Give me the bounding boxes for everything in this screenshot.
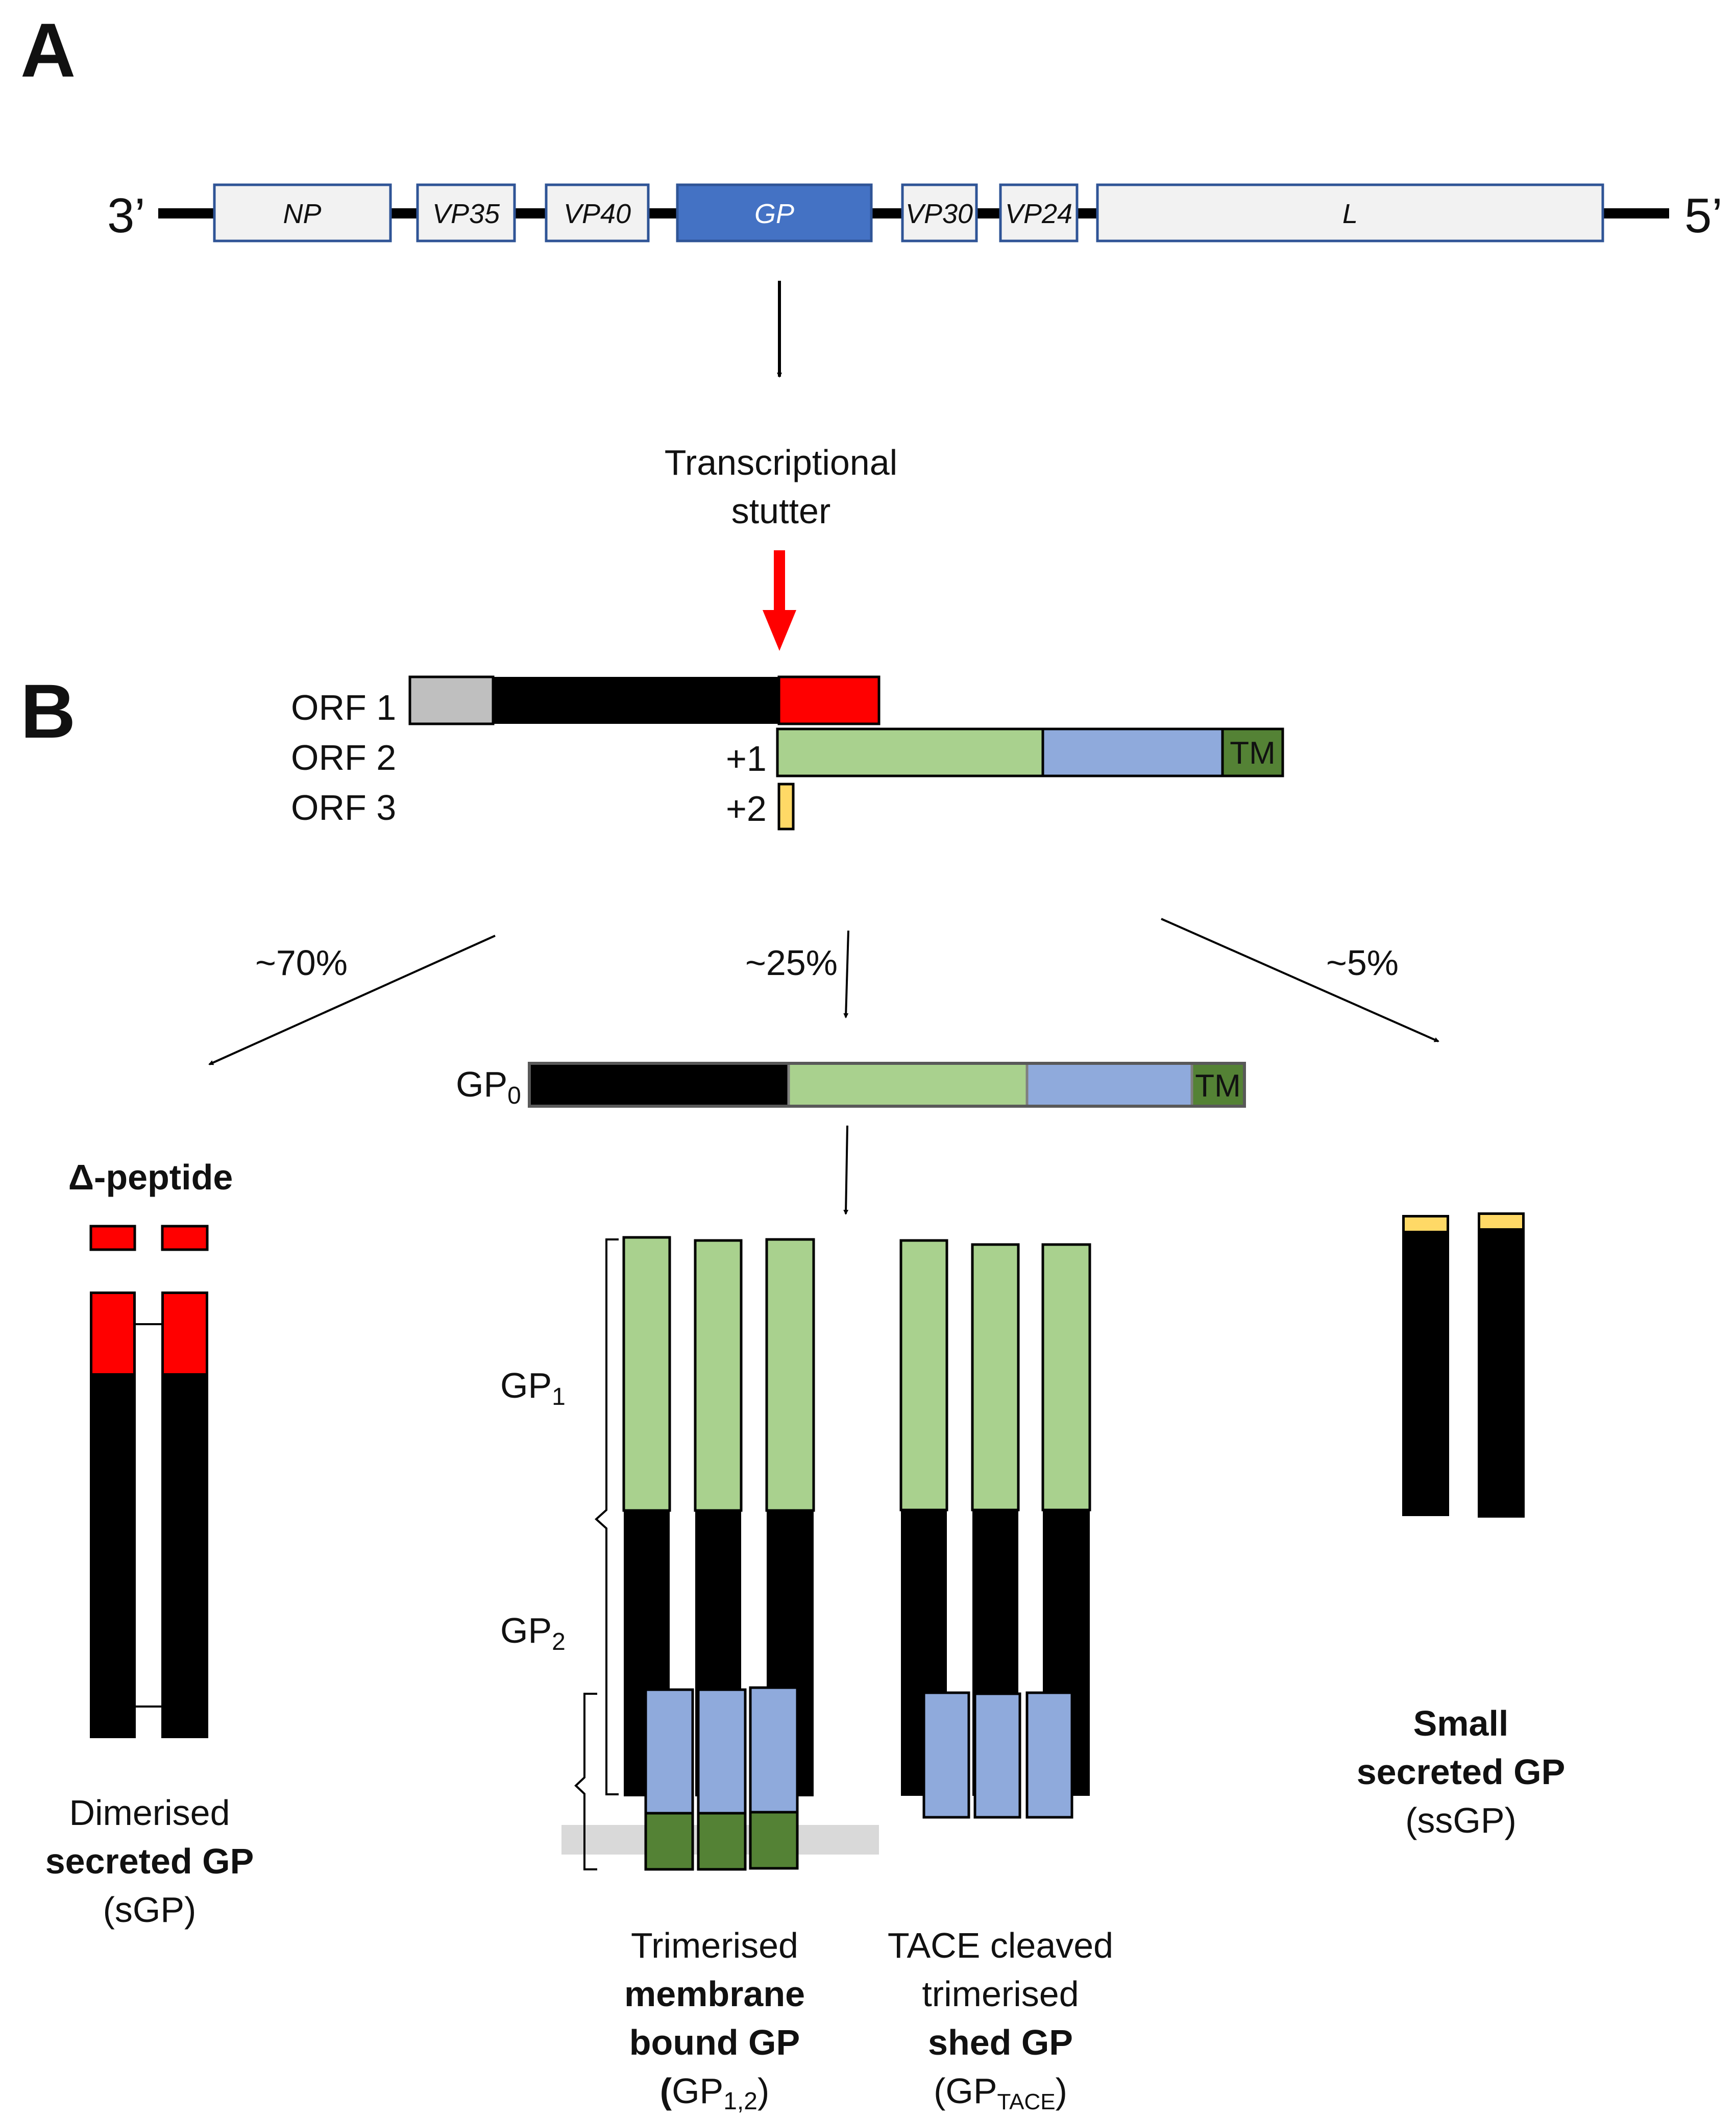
ssgp-caption-line3: (ssGP): [1405, 1800, 1517, 1840]
orf-map: ORF 1 ORF 2 ORF 3 +1 TM +2: [291, 675, 1284, 831]
gp2-label: GP2: [500, 1611, 566, 1655]
pathway-left-percent: ~70%: [255, 943, 348, 983]
gp0-label: GP0: [456, 1064, 521, 1109]
membrane-caption-line4: (GP1,2): [660, 2071, 770, 2115]
gene-np: [213, 183, 392, 242]
gp0-precursor: GP0 TM: [456, 1062, 1246, 1109]
sgp-caption-line1: Dimerised: [69, 1793, 230, 1833]
arrow-to-gp0: [843, 930, 849, 1018]
gene-np-label: NP: [283, 199, 321, 229]
gene-vp30: [901, 183, 978, 242]
orf2-gp2-segment: [1041, 727, 1224, 777]
pathway-center-percent: ~25%: [745, 943, 838, 983]
orf2-gp1-segment: [776, 727, 1044, 777]
orf2-tm-segment: [1221, 727, 1284, 777]
stutter-label-line2: stutter: [731, 491, 831, 531]
genome-end-left: 3’: [107, 188, 145, 243]
orf2-tm-label: TM: [1230, 736, 1276, 771]
orf1-common-segment: [493, 677, 779, 724]
gene-vp40: [545, 183, 650, 242]
orf2-label: ORF 2: [291, 738, 396, 777]
sgp-caption-line3: (sGP): [103, 1890, 197, 1930]
membrane-caption-line1: Trimerised: [631, 1926, 798, 1965]
membrane-caption-line3: bound GP: [629, 2022, 800, 2062]
pathway-right-percent: ~5%: [1326, 943, 1399, 983]
gene-vp24-label: VP24: [1005, 199, 1072, 229]
ssgp-caption-line2: secreted GP: [1357, 1752, 1566, 1792]
panel-label-a: A: [20, 7, 76, 93]
gene-vp24: [999, 183, 1079, 242]
gene-vp40-label: VP40: [564, 199, 631, 229]
orf2-shift-label: +1: [726, 739, 767, 778]
gene-gp: [676, 183, 873, 242]
ssgp-dimer: [1402, 1212, 1525, 1518]
orf3-label: ORF 3: [291, 788, 396, 827]
gene-vp35: [416, 183, 516, 242]
orf3-shift-label: +2: [726, 789, 767, 828]
shed-caption-line1: TACE cleaved: [888, 1926, 1113, 1965]
gene-vp35-label: VP35: [432, 199, 500, 229]
gp1-label: GP1: [500, 1366, 566, 1410]
sgp-caption-line2: secreted GP: [45, 1841, 254, 1881]
delta-peptide-2: [161, 1225, 209, 1251]
arrow-gp0-to-trimers: [843, 1125, 849, 1215]
membrane-bound-trimer: [561, 1236, 879, 1871]
stutter-label-line1: Transcriptional: [665, 443, 897, 482]
orf1-label: ORF 1: [291, 688, 396, 727]
gene-gp-label: GP: [754, 199, 794, 229]
shed-caption-line2: trimerised: [922, 1974, 1079, 2014]
orf1-signal-segment: [408, 675, 495, 725]
arrow-to-sgp: [208, 935, 496, 1065]
arrow-to-ssgp: [1161, 918, 1439, 1042]
stutter-arrow: [763, 550, 796, 651]
gene-l: [1096, 183, 1604, 242]
gp-domain-braces: GP1 GP2: [500, 1238, 619, 1870]
genome-end-right: 5’: [1684, 188, 1723, 243]
ssgp-caption-line1: Small: [1413, 1703, 1509, 1743]
orf1-delta-segment: [777, 675, 881, 725]
gene-l-label: L: [1342, 199, 1358, 229]
sgp-dimer: Δ-peptide: [68, 1157, 233, 1738]
shed-caption-line4: (GPTACE): [934, 2071, 1067, 2114]
delta-peptide-label: Δ-peptide: [68, 1157, 233, 1197]
gene-vp30-label: VP30: [906, 199, 973, 229]
shed-caption-line3: shed GP: [928, 2022, 1073, 2062]
panel-label-b: B: [20, 668, 76, 754]
genome-map: 3’ 5’ NP VP35 VP40 GP VP30 VP24 L: [107, 183, 1723, 243]
delta-peptide-1: [89, 1225, 136, 1251]
shed-trimer: [899, 1239, 1091, 1819]
gp0-tm-label: TM: [1195, 1068, 1241, 1104]
orf3-segment: [777, 783, 795, 831]
membrane-caption-line2: membrane: [624, 1974, 805, 2014]
